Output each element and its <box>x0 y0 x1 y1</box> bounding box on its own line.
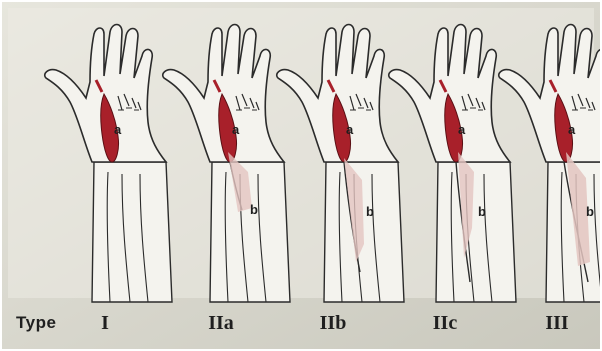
type-I-label: I <box>70 312 140 335</box>
type-IIa-label: IIa <box>186 312 256 335</box>
label-b: b <box>366 204 374 219</box>
type-IIc-label: IIc <box>410 312 480 335</box>
type-III-label: III <box>522 312 592 335</box>
type-header: Type <box>16 313 56 333</box>
label-a: a <box>114 122 122 137</box>
label-a: a <box>568 122 576 137</box>
type-labels-row: Type I IIa IIb IIc III <box>0 303 602 343</box>
label-b: b <box>250 202 258 217</box>
label-a: a <box>346 122 354 137</box>
type-IIb-label: IIb <box>298 312 368 335</box>
label-a: a <box>232 122 240 137</box>
label-b: b <box>478 204 486 219</box>
label-b: b <box>586 204 594 219</box>
label-a: a <box>458 122 466 137</box>
